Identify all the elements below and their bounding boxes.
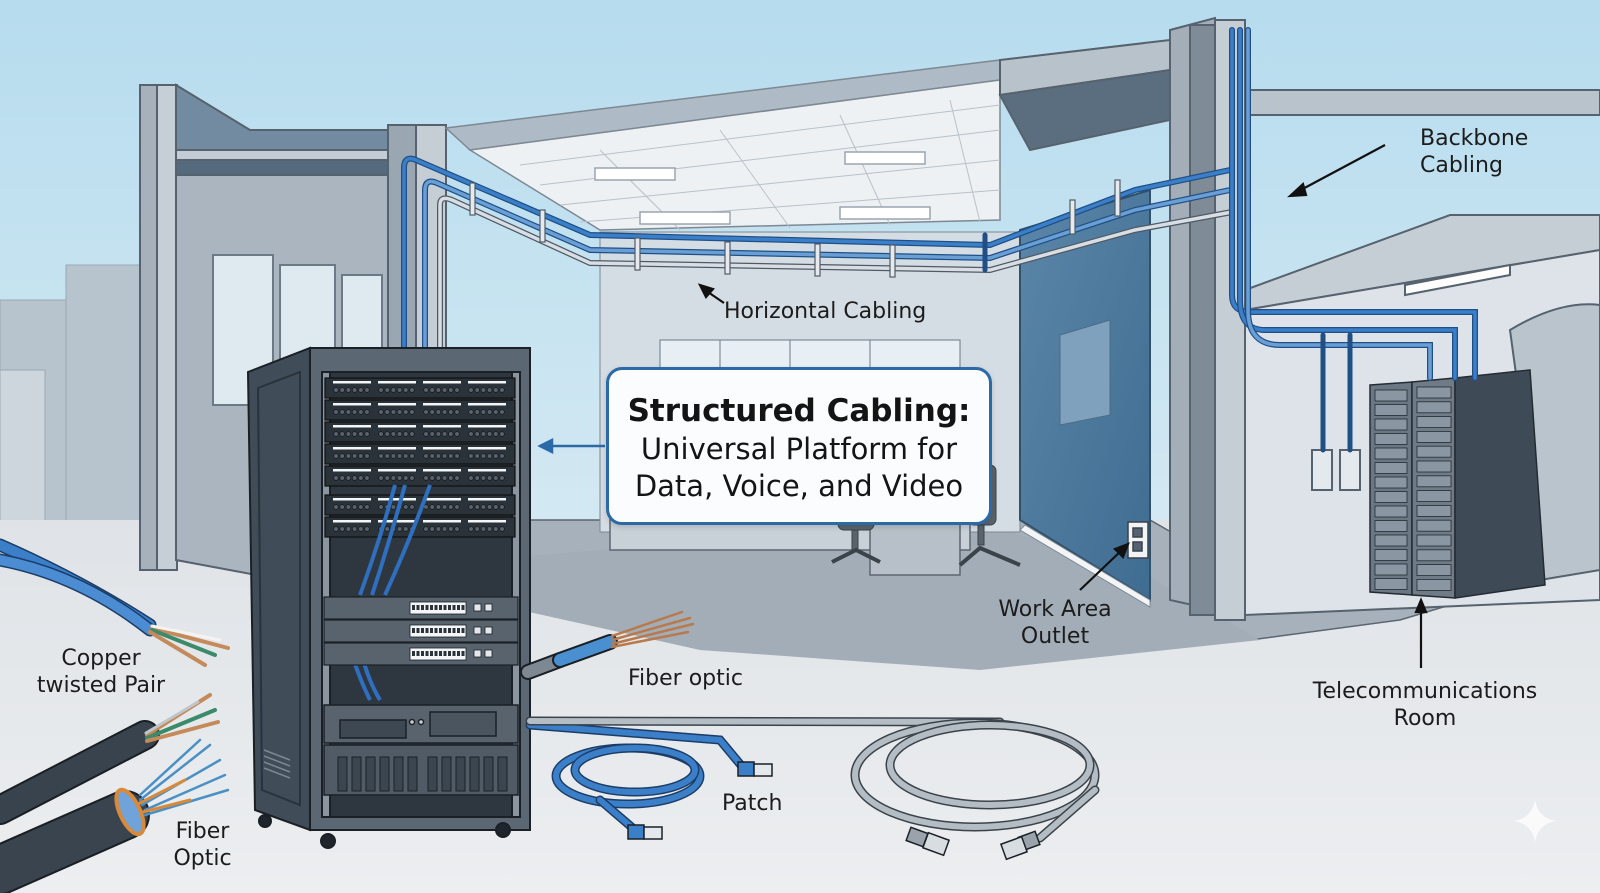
label-telecom-line2: Room (1393, 706, 1457, 731)
label-fiber-left-line2: Optic (173, 846, 232, 871)
title-callout-box: Structured Cabling: Universal Platform f… (606, 367, 992, 525)
rack-unit (1416, 564, 1452, 576)
drive-bay (407, 756, 418, 792)
label-horizontal-cabling: Horizontal Cabling (724, 299, 927, 324)
drive-bay (337, 756, 348, 792)
patch-panels (324, 377, 516, 538)
network-switch (323, 596, 519, 620)
drive-bay (351, 756, 362, 792)
label-copper-line2: twisted Pair (36, 673, 166, 698)
rj45-connector-blue-1 (737, 761, 773, 777)
patch-panel (324, 377, 516, 399)
drive-bay (379, 756, 390, 792)
rack-unit (1416, 504, 1452, 517)
label-fiber-optic-mid: Fiber optic (628, 666, 743, 691)
backbone-cabling-riser (1229, 27, 1478, 453)
black-copper-cable (0, 693, 220, 825)
rack-unit (1374, 578, 1408, 590)
label-fiber-left-line1: Fiber (175, 819, 230, 844)
rj45-connector-grey-1 (905, 826, 951, 857)
rack-unit (1374, 447, 1408, 460)
label-work-area-line2: Outlet (1020, 624, 1090, 649)
diagram-title: Structured Cabling: (627, 393, 971, 429)
diagram-subtitle-line1: Universal Platform for (640, 432, 958, 466)
rack-patch-cords (350, 484, 432, 702)
blue-patch-cable (525, 720, 750, 835)
fiber-optic-cable-left (0, 738, 230, 893)
rack-unit (1416, 401, 1452, 414)
rack-unit (1416, 534, 1452, 547)
patch-panel (324, 421, 516, 443)
rack-unit (1416, 386, 1452, 399)
sparkle-icon (1514, 800, 1556, 842)
rj45-connector-blue-2 (627, 824, 663, 840)
rj45-connector-grey-2 (999, 830, 1041, 861)
title-pointer-arrow (537, 437, 605, 455)
telecom-rack-slots (1374, 386, 1452, 591)
rack-unit (1374, 389, 1408, 402)
label-patch: Patch (722, 791, 783, 816)
drive-bay (469, 756, 480, 792)
rack-unit (1374, 433, 1408, 445)
patch-panel (324, 516, 516, 538)
rack-unit (1416, 475, 1452, 488)
drive-bay (483, 756, 494, 792)
horizontal-cabling-pathway (401, 155, 1235, 598)
upper-beam (998, 38, 1600, 152)
rack-unit (1374, 462, 1408, 474)
back-windows (659, 339, 961, 371)
rack-unit (1374, 563, 1408, 576)
rack-unit (1374, 476, 1408, 489)
cable-ties (469, 179, 1121, 278)
label-backbone-line2: Cabling (1420, 153, 1503, 178)
rack-unit (1374, 418, 1408, 431)
drive-bay (497, 756, 508, 792)
label-copper-twisted-pair: Copper twisted Pair (26, 645, 176, 699)
drive-bay (393, 756, 404, 792)
label-work-area-outlet: Work Area Outlet (995, 596, 1115, 650)
drive-bay (441, 756, 452, 792)
grey-patch-cable (525, 716, 1100, 843)
fiber-optic-cable-mid (520, 610, 695, 680)
column-center-right (1169, 16, 1246, 621)
drive-bay (365, 756, 376, 792)
rack-unit (1374, 534, 1408, 547)
label-work-area-line1: Work Area (998, 597, 1112, 622)
rack-unit (1416, 519, 1452, 532)
label-telecommunications-room: Telecommunications Room (1305, 678, 1545, 732)
rack-unit (1374, 491, 1408, 503)
label-copper-line1: Copper (61, 646, 141, 671)
ceiling (444, 59, 1001, 231)
rack-unit (1416, 490, 1452, 503)
rack-unit (1416, 445, 1452, 458)
label-backbone-cabling: Backbone Cabling (1420, 125, 1528, 179)
rack-unit (1374, 549, 1408, 561)
callout-arrows (697, 144, 1428, 668)
drive-bay (455, 756, 466, 792)
drive-bay (427, 756, 438, 792)
diagram-subtitle-line2: Data, Voice, and Video (634, 469, 964, 503)
patch-panel (324, 465, 516, 487)
rack-unit (1416, 460, 1452, 473)
label-fiber-optic-left: Fiber Optic (160, 818, 245, 872)
network-switch (323, 642, 519, 666)
rack-unit (1416, 579, 1452, 591)
copper-twisted-pair-cable (0, 538, 230, 667)
background-buildings (0, 264, 142, 571)
rack-unit (1374, 520, 1408, 532)
network-switch (323, 619, 519, 643)
label-backbone-line1: Backbone (1420, 126, 1529, 151)
patch-panel (324, 399, 516, 421)
network-switches (323, 596, 519, 666)
rack-unit (1416, 416, 1452, 429)
rack-unit (1374, 404, 1408, 416)
server-drive-bays (337, 756, 508, 792)
label-telecom-line1: Telecommunications (1312, 679, 1538, 704)
rack-unit (1416, 430, 1452, 443)
rack-unit (1374, 505, 1408, 518)
work-area-outlet (1127, 521, 1149, 559)
patch-panel (324, 443, 516, 465)
rack-unit (1416, 549, 1452, 562)
